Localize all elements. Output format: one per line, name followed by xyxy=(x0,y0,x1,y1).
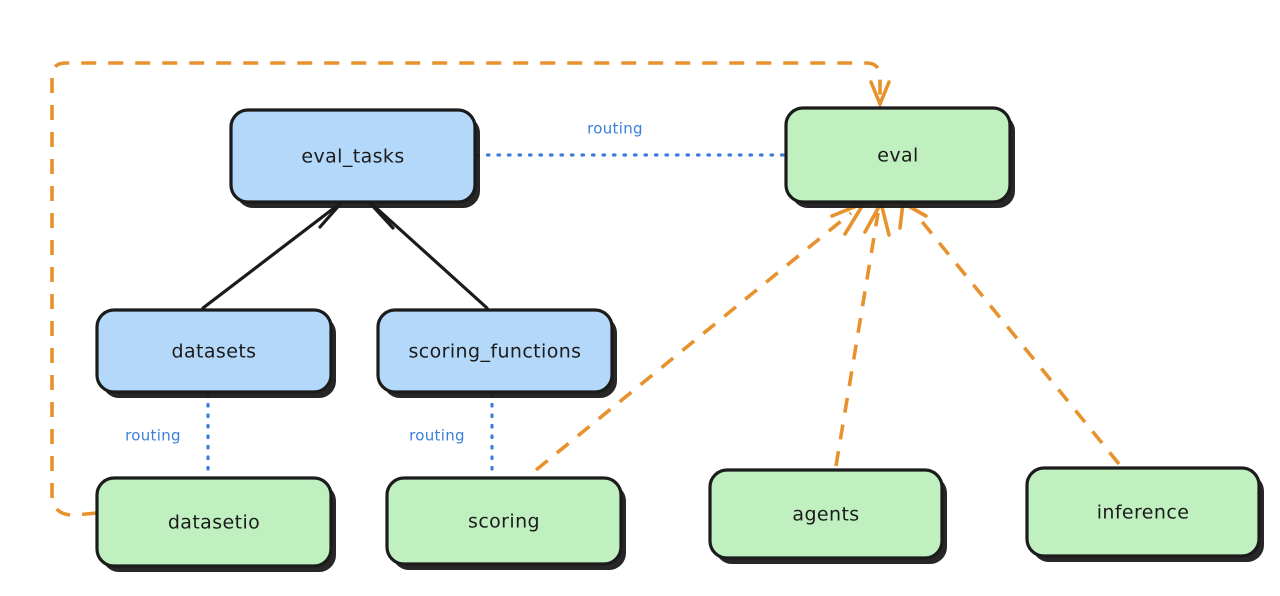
node-inference-body xyxy=(1025,466,1261,558)
edge-datasetio-to-eval xyxy=(50,61,891,517)
node-datasets-label: datasets xyxy=(172,341,257,363)
node-scoring-functions[interactable]: scoring_functions xyxy=(376,308,617,398)
node-datasetio-label: datasetio xyxy=(168,512,260,534)
node-datasets[interactable]: datasets xyxy=(95,308,336,398)
node-inference-label: inference xyxy=(1097,502,1190,524)
node-scoring-body xyxy=(385,476,623,566)
edge-datasets-to-eval-tasks xyxy=(201,197,347,310)
edge-inference-to-eval xyxy=(898,200,1121,466)
edge-label-routing-scoring-functions-scoring: routing xyxy=(409,427,465,445)
edge-labels-group: routing routing routing xyxy=(125,120,643,445)
node-eval-body xyxy=(784,106,1012,204)
node-eval-tasks[interactable]: eval_tasks xyxy=(229,108,480,208)
node-agents[interactable]: agents xyxy=(708,468,947,564)
node-scoring[interactable]: scoring xyxy=(385,476,626,570)
node-eval-tasks-body xyxy=(229,108,477,204)
composition-edges-group xyxy=(201,197,489,310)
node-inference[interactable]: inference xyxy=(1025,466,1264,562)
node-datasets-body xyxy=(95,308,333,394)
node-eval-tasks-label: eval_tasks xyxy=(301,146,404,168)
edge-label-routing-datasets-datasetio: routing xyxy=(125,427,181,445)
node-agents-label: agents xyxy=(792,504,859,526)
node-datasetio[interactable]: datasetio xyxy=(95,476,336,572)
node-eval[interactable]: eval xyxy=(784,106,1015,208)
routing-edges-group xyxy=(206,153,788,478)
edge-agents-to-eval xyxy=(834,198,891,467)
edge-label-routing-eval-tasks-eval: routing xyxy=(587,120,643,138)
node-scoring-functions-label: scoring_functions xyxy=(409,341,582,363)
nodes-group: eval_tasks eval datasets scoring_functio… xyxy=(95,106,1264,572)
node-eval-label: eval xyxy=(877,145,918,167)
node-scoring-functions-body xyxy=(376,308,614,394)
node-scoring-label: scoring xyxy=(468,511,540,533)
node-agents-body xyxy=(708,468,944,560)
edge-scoring-functions-to-eval-tasks xyxy=(364,197,489,310)
node-datasetio-body xyxy=(95,476,333,568)
